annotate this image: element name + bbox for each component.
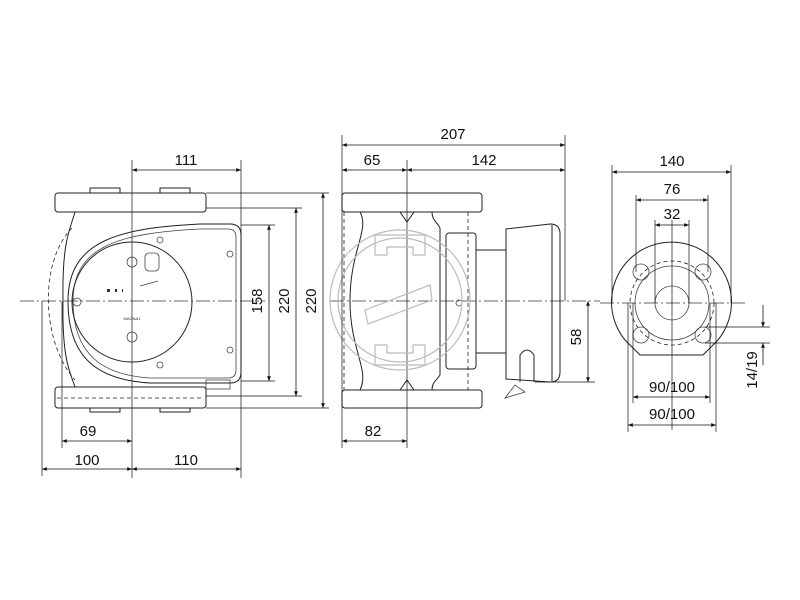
dim-158: 158	[249, 288, 266, 313]
dim-90-100-b: 90/100	[649, 406, 695, 423]
watermark-logo	[329, 229, 471, 371]
dim-65: 65	[364, 152, 381, 169]
dim-58: 58	[568, 329, 585, 346]
dim-220-b: 220	[303, 288, 320, 313]
front-view: 207 65 142 82 58	[329, 126, 600, 448]
brand-label: MAGNA1	[124, 316, 142, 321]
dim-90-100-a: 90/100	[649, 379, 695, 396]
dim-111: 111	[175, 152, 198, 169]
flange-view: 140 76 32 90/100 90/100 14/19	[600, 153, 770, 432]
dim-142: 142	[471, 152, 496, 169]
dim-110: 110	[174, 452, 198, 469]
dim-76: 76	[664, 181, 681, 198]
dim-207: 207	[440, 126, 465, 143]
side-view: MAGNA1 111 158 220 220 69 100 110	[20, 152, 329, 478]
dim-82: 82	[365, 423, 382, 440]
dim-100: 100	[74, 452, 99, 469]
dim-220-a: 220	[276, 288, 293, 313]
dim-14-19: 14/19	[744, 351, 761, 389]
dim-140: 140	[659, 153, 684, 170]
dim-32: 32	[664, 206, 681, 223]
dim-69: 69	[80, 423, 97, 440]
